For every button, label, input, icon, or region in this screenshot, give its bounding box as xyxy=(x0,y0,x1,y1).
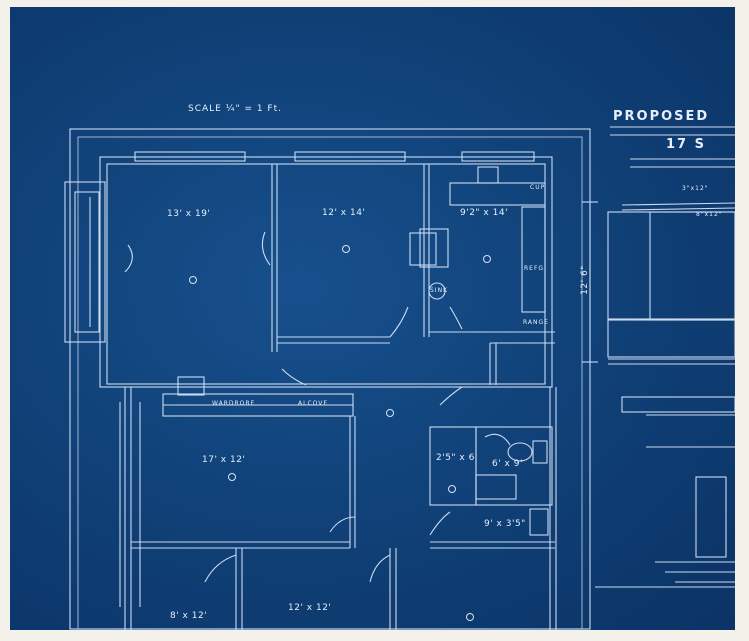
scale-note: SCALE ¼" = 1 Ft. xyxy=(188,104,282,114)
blueprint-paper: SCALE ¼" = 1 Ft. PROPOSED 17 S 13' x 19'… xyxy=(10,7,735,630)
room-label-bedroom-4: 12' x 12' xyxy=(288,603,332,613)
room-label-closet: 2'5" x 6' xyxy=(436,453,478,463)
room-label-living: 13' x 19' xyxy=(167,209,211,219)
title-line-1: PROPOSED xyxy=(613,109,710,124)
elevation-height-dimension: 12' 6" xyxy=(579,265,590,295)
room-label-kitchen: 9'2" x 14' xyxy=(460,208,509,218)
room-label-bedroom-2: 17' x 12' xyxy=(202,455,246,465)
elevation-beam-label-1: 3"x12" xyxy=(682,185,709,192)
room-label-bedroom-1: 12' x 14' xyxy=(322,208,366,218)
elevation-beam-label-2: 8"x12" xyxy=(696,211,723,218)
refrigerator-label: REFG xyxy=(524,265,545,272)
wardrobe-label: WARDROBE xyxy=(212,400,256,407)
alcove-label: ALCOVE xyxy=(298,400,329,407)
room-label-bedroom-3: 8' x 12' xyxy=(170,611,208,621)
cupboard-label: CUP xyxy=(530,184,546,191)
sink-label: SINK xyxy=(430,287,449,294)
title-line-2: 17 S xyxy=(666,137,706,152)
room-label-hall: 9' x 3'5" xyxy=(484,519,526,529)
room-label-bath: 6' x 9' xyxy=(492,459,523,469)
range-label: RANGE xyxy=(523,319,549,326)
floor-plan-drawing xyxy=(64,126,735,630)
